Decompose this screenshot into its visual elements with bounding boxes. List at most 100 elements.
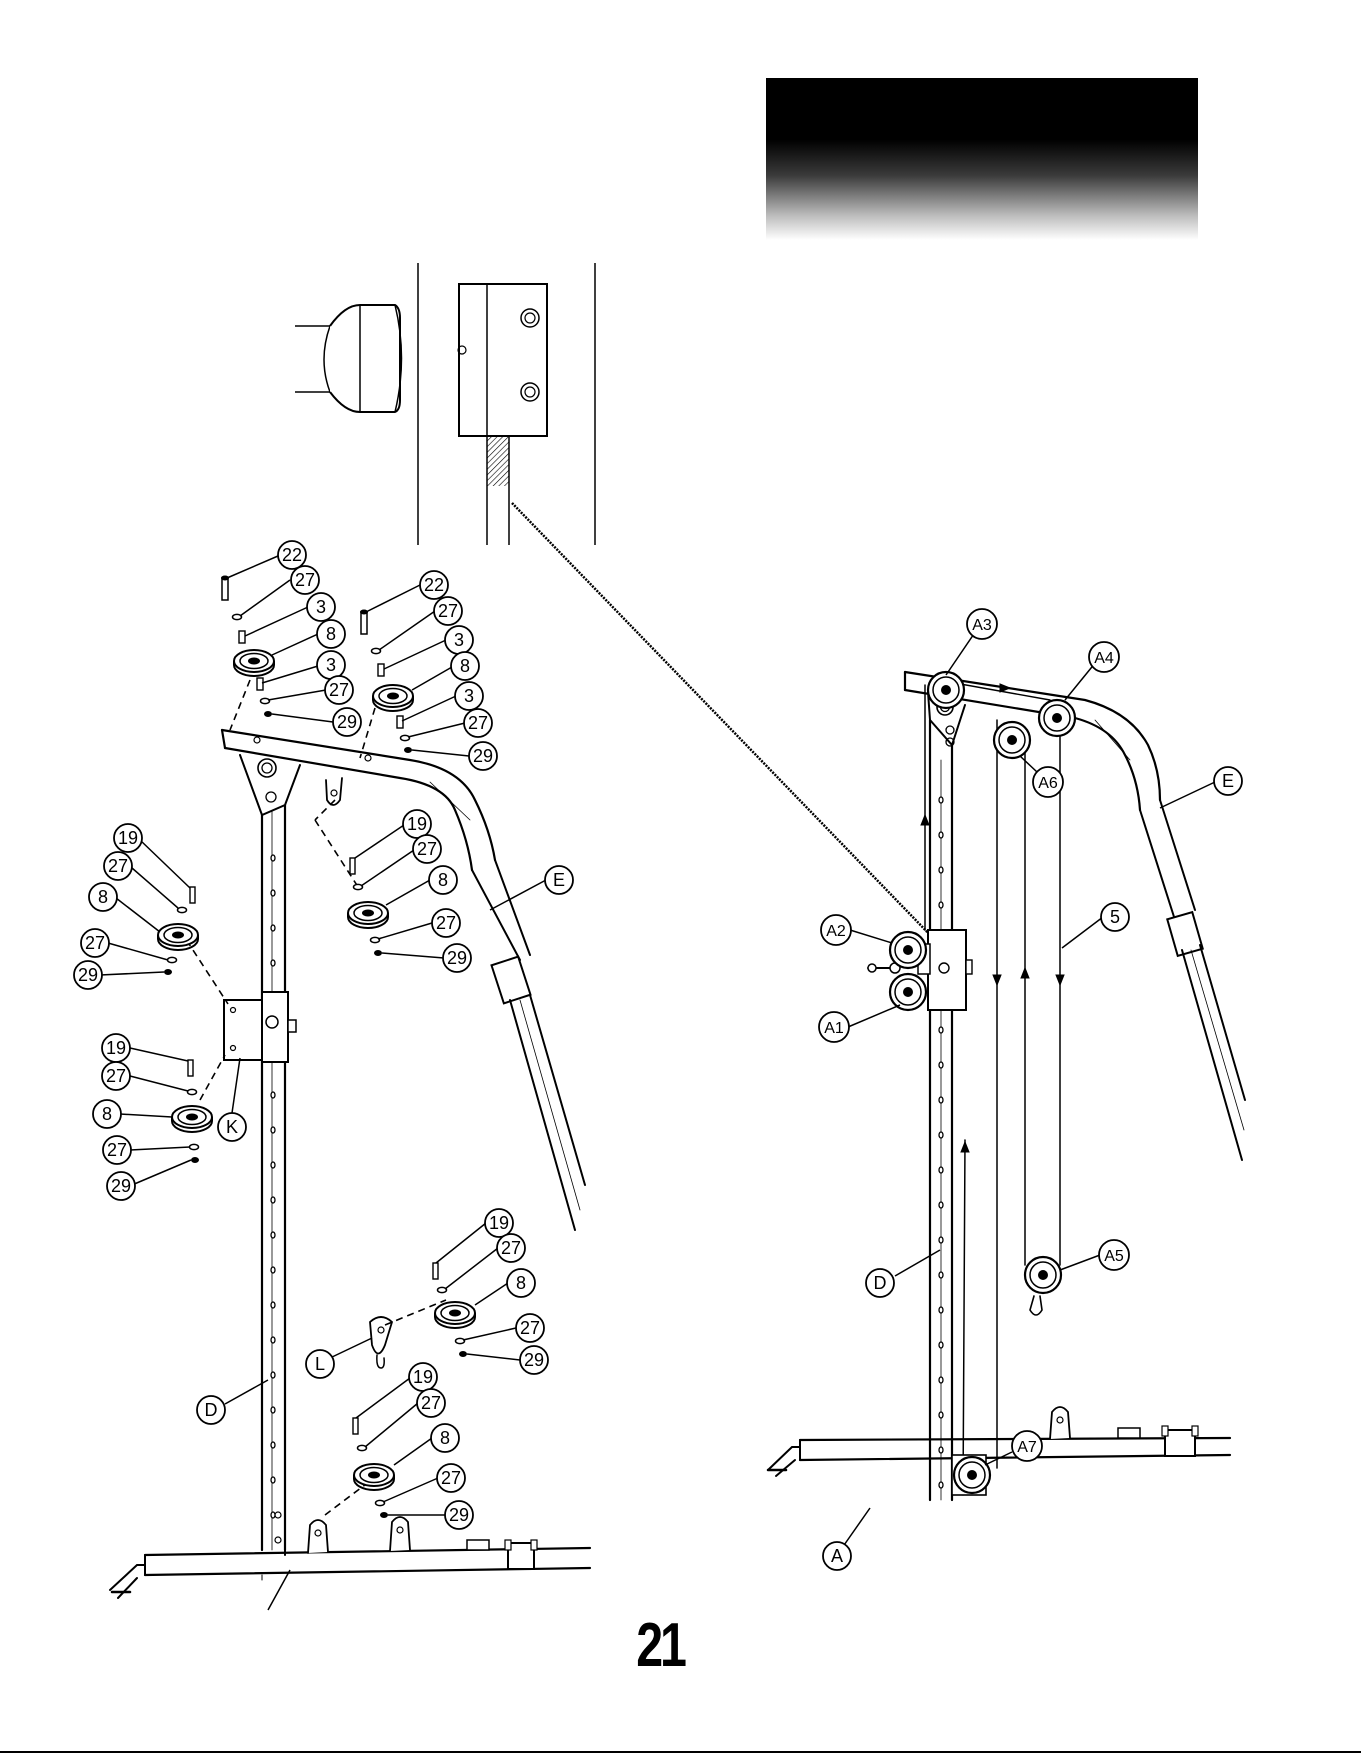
svg-text:27: 27 <box>295 570 315 590</box>
callout-8: 8 <box>317 620 345 648</box>
callout-29: 29 <box>74 961 102 989</box>
pulley-A2 <box>890 932 926 968</box>
left-hardware-stack-4 <box>158 887 198 975</box>
callout-D: D <box>866 1269 894 1297</box>
callout-19: 19 <box>114 824 142 852</box>
pulley-A5 <box>1025 1257 1061 1293</box>
svg-text:A4: A4 <box>1094 650 1114 667</box>
detail-leader-cable <box>512 503 935 940</box>
callout-29: 29 <box>107 1172 135 1200</box>
svg-text:3: 3 <box>316 597 326 617</box>
callout-27: 27 <box>102 1062 130 1090</box>
svg-text:29: 29 <box>78 965 98 985</box>
svg-text:E: E <box>553 870 565 890</box>
callout-19: 19 <box>102 1034 130 1062</box>
callout-29: 29 <box>443 944 471 972</box>
svg-text:19: 19 <box>118 828 138 848</box>
svg-text:19: 19 <box>413 1367 433 1387</box>
pulley-A4 <box>1039 700 1075 736</box>
svg-text:19: 19 <box>407 814 427 834</box>
svg-text:27: 27 <box>438 601 458 621</box>
svg-text:8: 8 <box>516 1273 526 1293</box>
callout-29: 29 <box>469 742 497 770</box>
callout-29: 29 <box>333 708 361 736</box>
svg-text:22: 22 <box>282 545 302 565</box>
svg-text:A7: A7 <box>1017 1439 1037 1456</box>
svg-text:27: 27 <box>85 933 105 953</box>
callout-8: 8 <box>507 1269 535 1297</box>
svg-text:27: 27 <box>106 1066 126 1086</box>
bottom-rule <box>0 1751 1361 1753</box>
svg-text:29: 29 <box>524 1350 544 1370</box>
svg-text:8: 8 <box>460 656 470 676</box>
svg-text:22: 22 <box>424 575 444 595</box>
callout-A: A <box>823 1542 851 1570</box>
svg-text:29: 29 <box>111 1176 131 1196</box>
svg-text:27: 27 <box>329 680 349 700</box>
callout-3: 3 <box>317 651 345 679</box>
svg-text:5: 5 <box>1110 907 1120 927</box>
svg-text:A2: A2 <box>826 923 846 940</box>
pulley-A1 <box>890 974 926 1010</box>
cable-end-detail-inset <box>295 263 595 545</box>
pulley-A3 <box>928 672 964 708</box>
svg-text:8: 8 <box>438 870 448 890</box>
callout-19: 19 <box>485 1209 513 1237</box>
svg-text:27: 27 <box>501 1238 521 1258</box>
svg-text:E: E <box>1222 771 1234 791</box>
svg-text:19: 19 <box>489 1213 509 1233</box>
right-frame-assembled-view <box>768 672 1245 1500</box>
callout-8: 8 <box>431 1424 459 1452</box>
svg-text:3: 3 <box>454 630 464 650</box>
callout-22: 22 <box>420 571 448 599</box>
svg-text:27: 27 <box>107 1140 127 1160</box>
callout-27: 27 <box>417 1389 445 1417</box>
svg-text:D: D <box>874 1273 887 1293</box>
svg-text:29: 29 <box>447 948 467 968</box>
svg-text:8: 8 <box>98 887 108 907</box>
svg-text:27: 27 <box>520 1318 540 1338</box>
callout-A2: A2 <box>821 915 851 945</box>
svg-text:8: 8 <box>102 1104 112 1124</box>
callout-D: D <box>197 1396 225 1424</box>
callout-27: 27 <box>437 1464 465 1492</box>
svg-text:K: K <box>226 1117 238 1137</box>
callout-27: 27 <box>291 566 319 594</box>
callout-E: E <box>1214 767 1242 795</box>
svg-text:8: 8 <box>326 624 336 644</box>
callout-A3: A3 <box>967 609 997 639</box>
callout-29: 29 <box>445 1501 473 1529</box>
svg-text:D: D <box>205 1400 218 1420</box>
svg-text:27: 27 <box>441 1468 461 1488</box>
left-hardware-stack-7 <box>353 1418 394 1518</box>
callout-A5: A5 <box>1099 1240 1129 1270</box>
svg-text:19: 19 <box>106 1038 126 1058</box>
callout-A4: A4 <box>1089 642 1119 672</box>
svg-text:A3: A3 <box>972 617 992 634</box>
callout-27: 27 <box>497 1234 525 1262</box>
callout-22: 22 <box>278 541 306 569</box>
svg-text:27: 27 <box>421 1393 441 1413</box>
callout-A1: A1 <box>819 1012 849 1042</box>
svg-text:L: L <box>315 1354 325 1374</box>
callout-27: 27 <box>413 835 441 863</box>
callout-8: 8 <box>93 1100 121 1128</box>
svg-text:A6: A6 <box>1038 775 1058 792</box>
callout-K: K <box>218 1113 246 1141</box>
svg-text:8: 8 <box>440 1428 450 1448</box>
left-hardware-stack-6 <box>433 1263 475 1357</box>
svg-text:27: 27 <box>108 856 128 876</box>
svg-text:A: A <box>831 1546 843 1566</box>
callout-A7: A7 <box>1012 1431 1042 1461</box>
callout-8: 8 <box>429 866 457 894</box>
callout-27: 27 <box>432 909 460 937</box>
assembly-dashed-lines-left <box>180 680 446 1515</box>
pulley-A6 <box>994 722 1030 758</box>
svg-text:29: 29 <box>337 712 357 732</box>
callout-27: 27 <box>516 1314 544 1342</box>
callout-27: 27 <box>81 929 109 957</box>
callout-E: E <box>545 866 573 894</box>
callout-3: 3 <box>307 593 335 621</box>
